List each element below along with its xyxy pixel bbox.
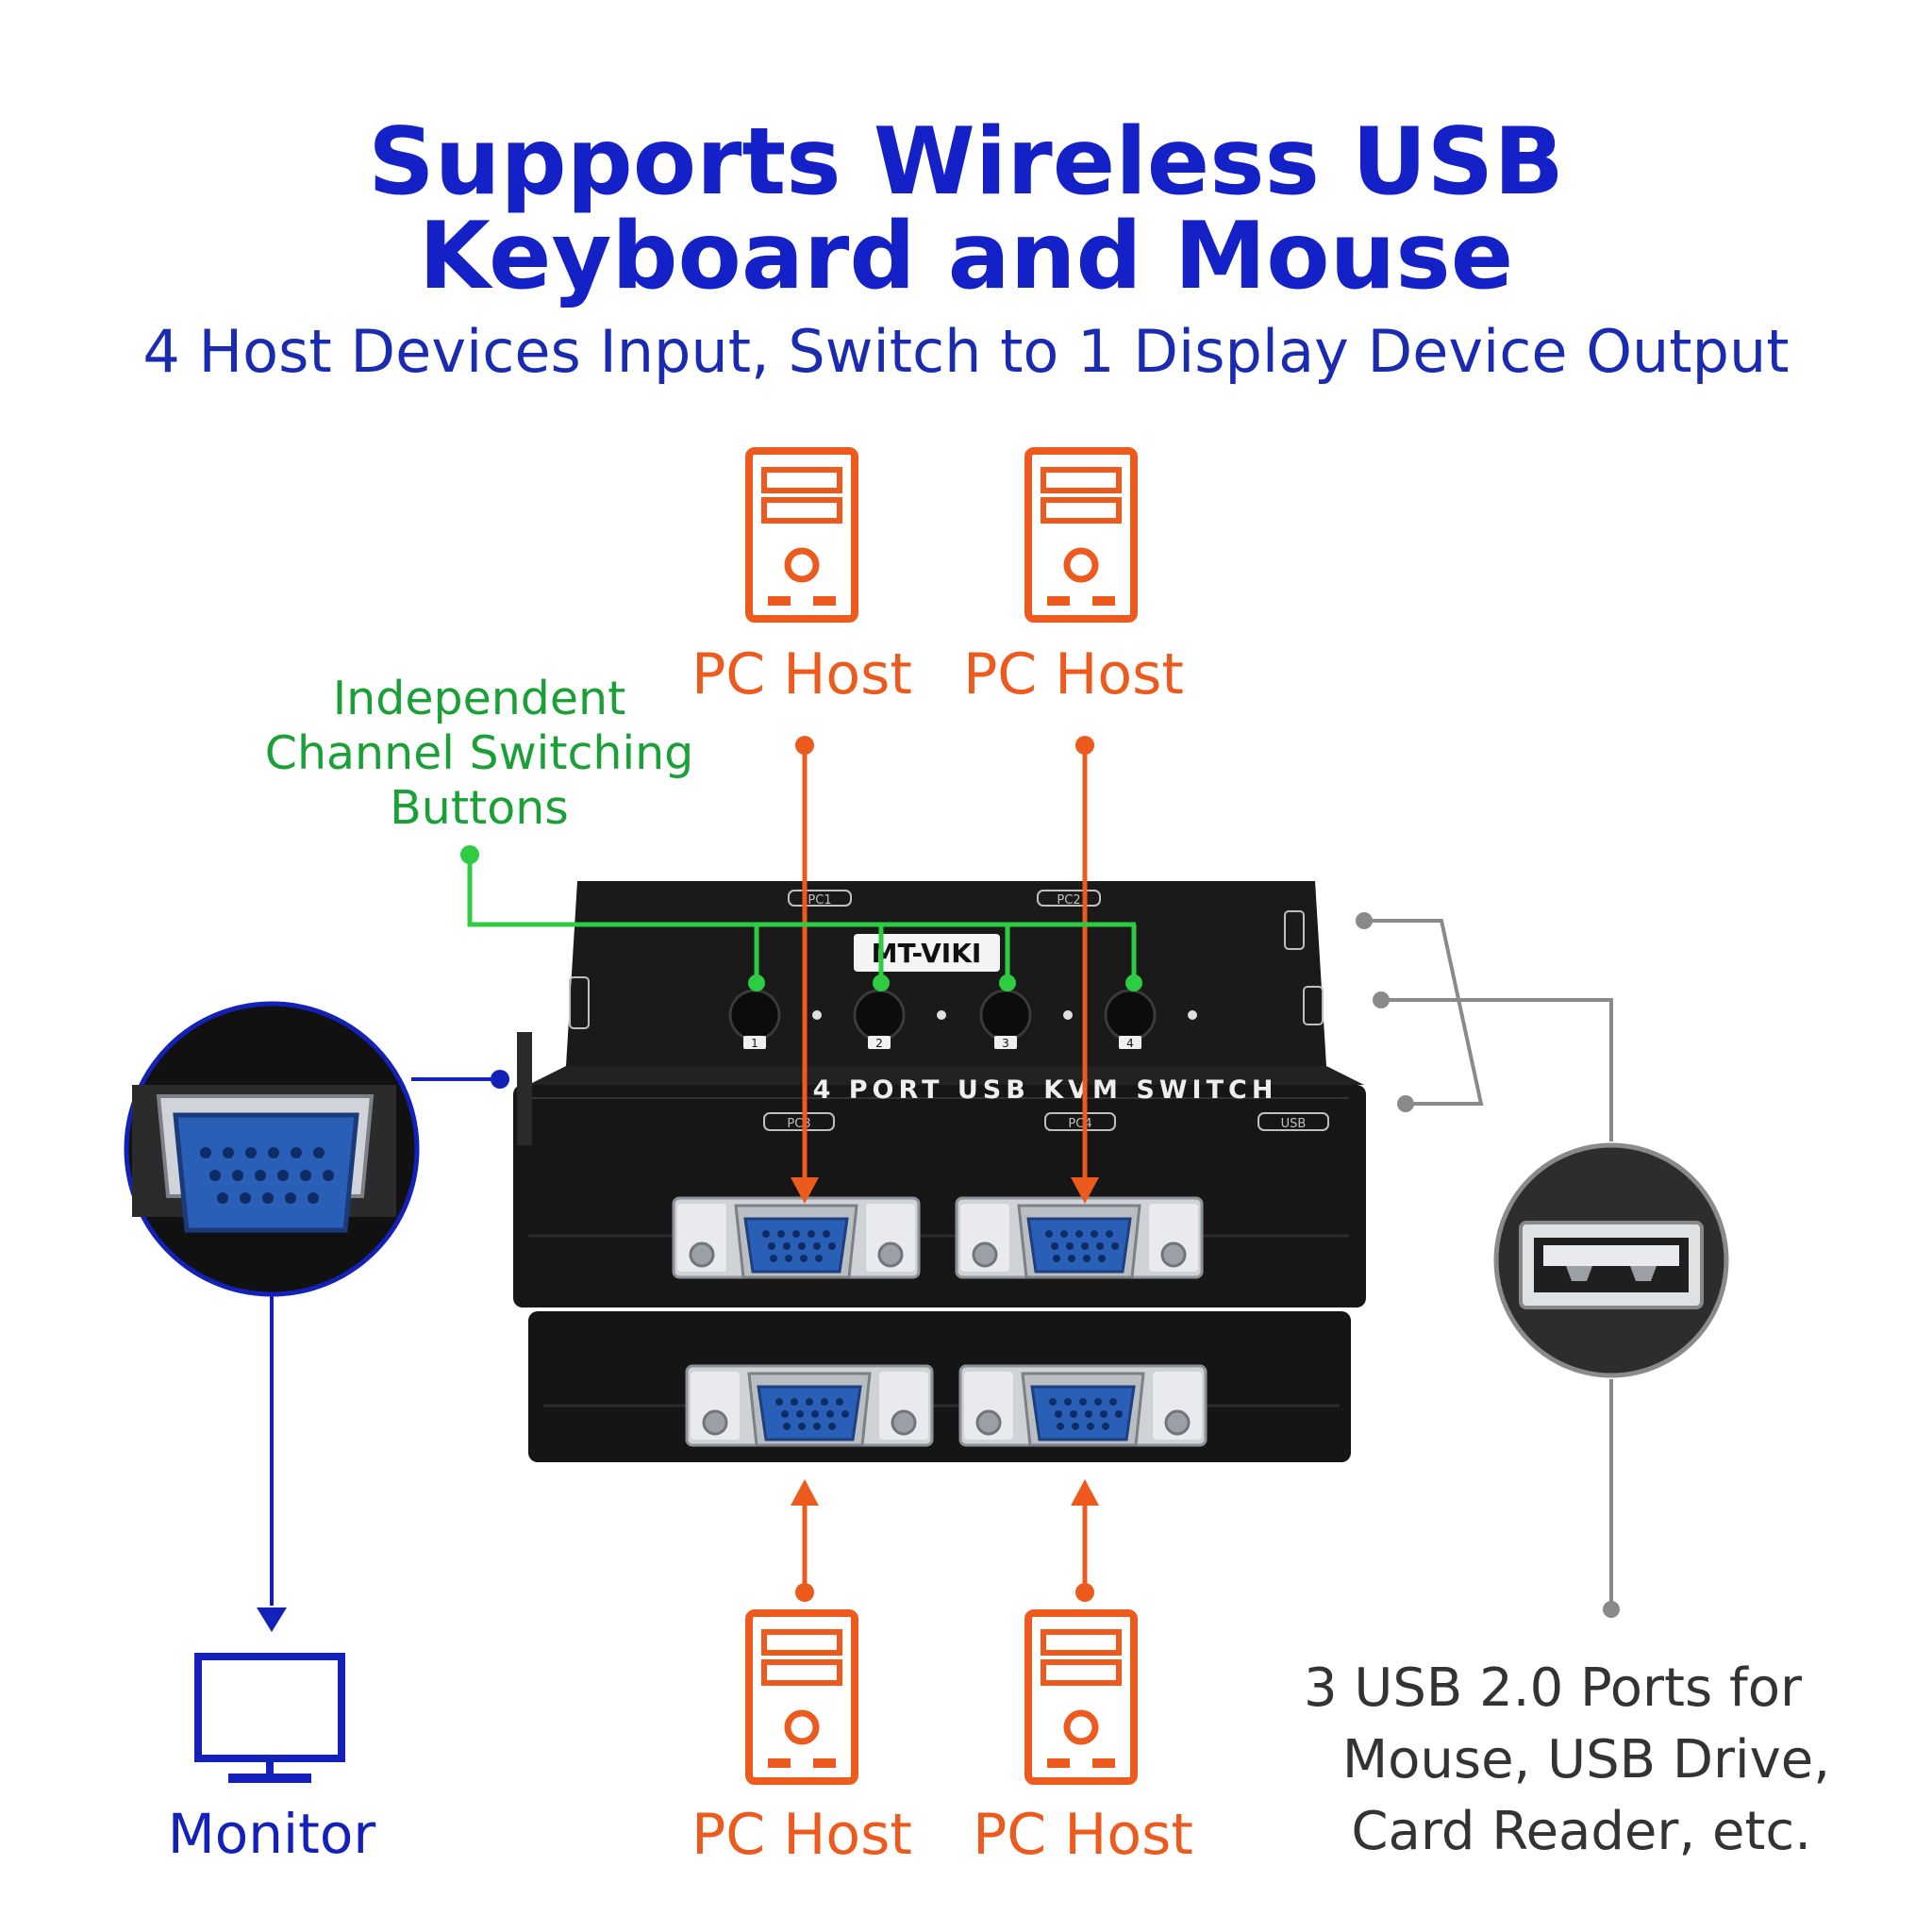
side-badge bbox=[1303, 986, 1324, 1025]
pc-tower-icon bbox=[1028, 1613, 1134, 1781]
pc-host-label-top-left: PC Host bbox=[691, 641, 912, 708]
title-line-2: Keyboard and Mouse bbox=[418, 203, 1514, 310]
usb-label-badge bbox=[1257, 1112, 1329, 1131]
brand-badge bbox=[854, 934, 1000, 972]
title-line-1: Supports Wireless USB bbox=[368, 108, 1564, 216]
usb-callout-line-1: 3 USB 2.0 Ports for bbox=[1303, 1657, 1802, 1719]
usb-callout-label: 3 USB 2.0 Ports for Mouse, USB Drive, Ca… bbox=[1302, 1653, 1830, 1868]
pc-host-label-top-right: PC Host bbox=[963, 641, 1184, 708]
pc-host-label-bottom-right: PC Host bbox=[973, 1802, 1193, 1868]
vga-port-icon bbox=[672, 1196, 921, 1279]
port-label-badge bbox=[763, 1112, 835, 1131]
port-label-text: PC1 bbox=[808, 893, 831, 908]
button-number: 1 bbox=[751, 1037, 758, 1050]
buttons-callout-line-1: Independent bbox=[332, 672, 626, 725]
button-number: 3 bbox=[1002, 1037, 1009, 1050]
channel-buttons bbox=[728, 989, 1197, 1049]
usb-label-text: USB bbox=[1281, 1117, 1307, 1131]
port-label-badge bbox=[1037, 890, 1101, 907]
port-label-text: PC4 bbox=[1068, 1117, 1091, 1131]
pc-tower-icon bbox=[749, 451, 855, 619]
buttons-callout-lines bbox=[460, 845, 1142, 991]
vga-zoom-callout bbox=[124, 1001, 509, 1297]
pc-tower-icon bbox=[1028, 451, 1134, 619]
port-label-text: PC3 bbox=[787, 1117, 810, 1131]
pc-host-label-bottom-left: PC Host bbox=[691, 1802, 912, 1868]
monitor-label: Monitor bbox=[167, 1802, 376, 1866]
vga-port-icon bbox=[955, 1196, 1204, 1279]
buttons-callout-line-2: Channel Switching bbox=[264, 726, 694, 780]
model-text: 4 PORT USB KVM SWITCH bbox=[813, 1075, 1278, 1105]
pc-tower-icon bbox=[749, 1613, 855, 1781]
button-number: 2 bbox=[875, 1037, 883, 1050]
usb-port-icon bbox=[1493, 1142, 1729, 1378]
host-connector-arrows bbox=[791, 736, 1099, 1602]
button-number: 4 bbox=[1126, 1037, 1134, 1050]
side-badge bbox=[569, 976, 590, 1029]
vga-port-icon bbox=[685, 1364, 934, 1447]
port-label-badge bbox=[1044, 1112, 1116, 1131]
side-badge bbox=[1284, 910, 1305, 950]
buttons-callout-label: Independent Channel Switching Buttons bbox=[234, 672, 724, 836]
port-label-badge bbox=[788, 890, 852, 907]
vga-port-icon bbox=[958, 1364, 1208, 1447]
subtitle: 4 Host Devices Input, Switch to 1 Displa… bbox=[142, 317, 1790, 386]
brand-text: MT-VIKI bbox=[872, 938, 982, 969]
monitor-icon bbox=[194, 1653, 345, 1783]
buttons-callout-line-3: Buttons bbox=[390, 781, 569, 835]
port-label-text: PC2 bbox=[1057, 893, 1080, 908]
usb-callout-line-3: Card Reader, etc. bbox=[1351, 1801, 1811, 1862]
usb-callout-lines bbox=[1356, 912, 1620, 1618]
monitor-connector-arrow bbox=[257, 1294, 287, 1632]
usb-callout-line-2: Mouse, USB Drive, bbox=[1341, 1729, 1830, 1790]
